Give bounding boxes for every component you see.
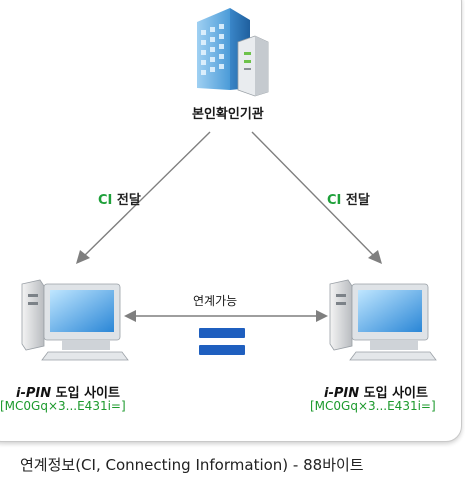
site-name-prefix: i-PIN	[16, 386, 52, 401]
institution-label: 본인확인기관	[192, 107, 264, 122]
site-code-right: [MC0Gq×3...E431i=]	[310, 399, 436, 413]
ci-prefix: CI	[327, 193, 342, 208]
ci-suffix: 전달	[112, 193, 141, 208]
arrow-bidirectional	[124, 310, 328, 322]
arrow-right-ci	[251, 131, 382, 264]
site-name-left: i-PIN 도입 사이트	[16, 382, 120, 401]
arrow-left-ci	[76, 131, 211, 264]
site-name-suffix: 도입 사이트	[51, 386, 120, 401]
ci-transfer-left-label: CI 전달	[98, 189, 141, 208]
ci-prefix: CI	[98, 193, 113, 208]
ci-transfer-right-label: CI 전달	[327, 189, 370, 208]
caption: 연계정보(CI, Connecting Information) - 88바이트	[20, 456, 364, 474]
site-name-prefix: i-PIN	[324, 386, 360, 401]
desktop-computer-icon	[329, 279, 437, 361]
site-name-suffix: 도입 사이트	[359, 386, 428, 401]
office-building-icon	[197, 8, 269, 97]
ci-suffix: 전달	[341, 193, 370, 208]
site-name-right: i-PIN 도입 사이트	[324, 382, 428, 401]
desktop-computer-icon	[21, 279, 129, 361]
linkable-label: 연계가능	[193, 294, 238, 308]
equals-sign-icon	[199, 328, 245, 355]
site-code-left: [MC0Gq×3...E431i=]	[0, 399, 126, 413]
